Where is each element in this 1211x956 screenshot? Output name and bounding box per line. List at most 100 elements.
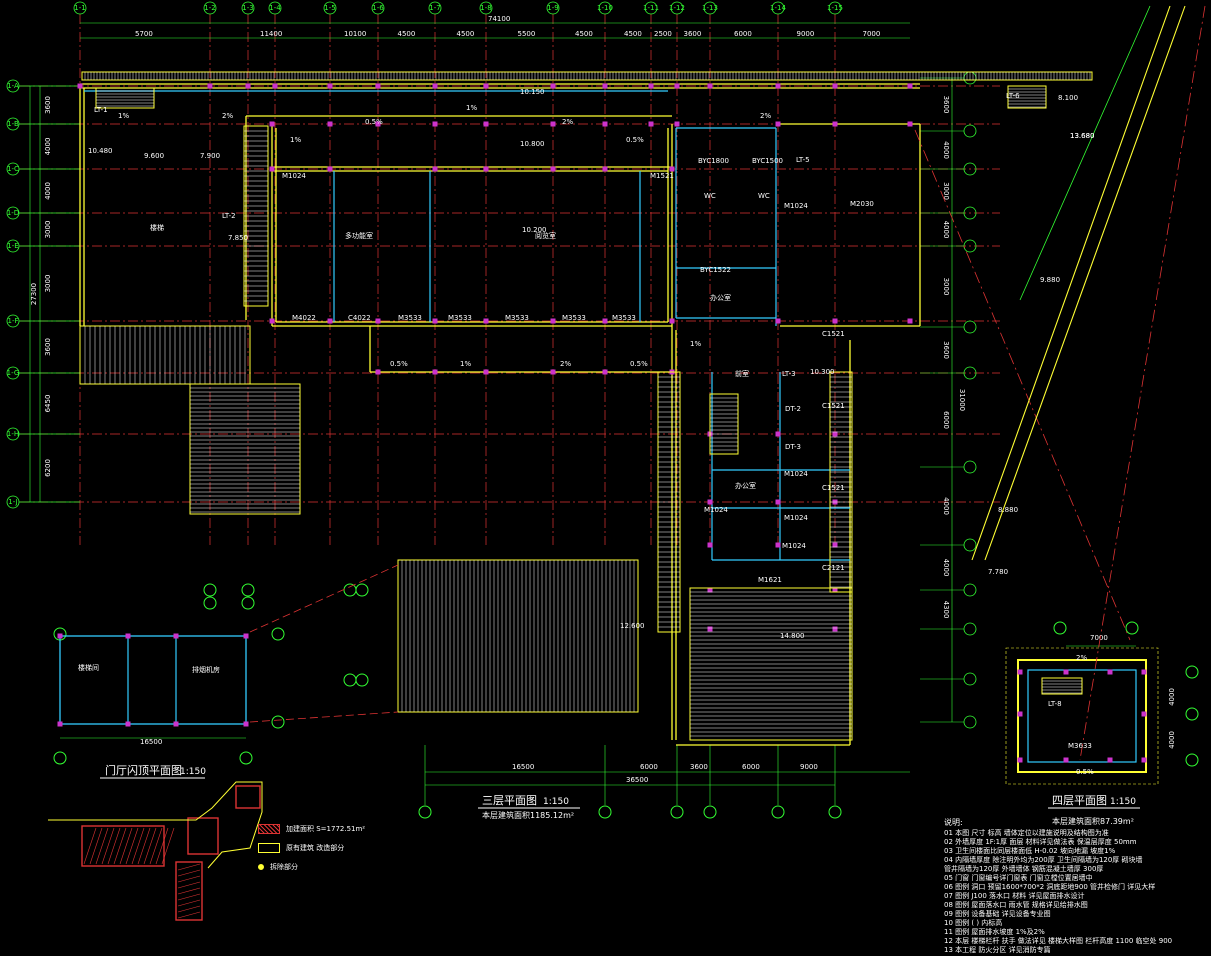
core-stair-outline	[709, 393, 739, 455]
column	[77, 83, 83, 89]
plan4-side-dim: 4000	[1168, 731, 1176, 749]
column	[707, 499, 713, 505]
column	[57, 721, 63, 727]
column	[907, 121, 913, 127]
key-hatch	[119, 827, 133, 865]
key-hatch	[177, 869, 201, 877]
axis-label-left: 1-C	[7, 165, 19, 173]
door-tag: M3633	[1068, 742, 1092, 750]
door-tag: M1024	[282, 172, 306, 180]
axis-label-left: 1-H	[7, 430, 19, 438]
dim-right: 6000	[942, 411, 950, 429]
axis-bubble	[598, 805, 612, 819]
column	[173, 633, 179, 639]
door-tag: C1521	[822, 484, 845, 492]
dim-right: 3600	[942, 96, 950, 114]
axis-bubble	[355, 673, 369, 687]
axis-bubble	[670, 1, 684, 15]
roof-title: 门厅闪顶平面图	[105, 763, 182, 777]
column	[432, 121, 438, 127]
legend-swatch	[258, 864, 264, 870]
key-plan-block	[81, 825, 165, 867]
column	[775, 431, 781, 437]
nw-stair-outline	[95, 87, 155, 109]
elevation-mark: 13.680	[1070, 132, 1095, 140]
note-line: 11 图例 屋面排水坡度 1%及2%	[944, 928, 1045, 936]
plan3-dim: 6000	[742, 763, 760, 771]
door-tag: M3533	[562, 314, 586, 322]
room-label-stair: 楼梯	[150, 223, 164, 232]
key-hatch	[177, 887, 201, 895]
column	[432, 166, 438, 172]
parapet-outline	[81, 71, 1093, 81]
dim-right: 4000	[942, 497, 950, 515]
axis-label-top: 1-13	[702, 4, 718, 12]
axis-label-top: 1-3	[242, 4, 253, 12]
axis-label-left: 1-E	[7, 242, 18, 250]
door-tag: M3533	[505, 314, 529, 322]
column	[669, 166, 675, 172]
axis-label-top: 1-9	[547, 4, 558, 12]
key-hatch	[177, 893, 201, 901]
column	[327, 121, 333, 127]
dim-left: 3000	[44, 221, 52, 239]
column	[602, 166, 608, 172]
annotation-layer: 楼梯间排烟机房阅览室多功能室楼梯WCWC前室办公室办公室10.15010.800…	[48, 5, 1206, 921]
note-line: 12 本层 楼梯栏杆 扶手 做法详见 楼梯大样图 栏杆高度 1100 临空处 9…	[944, 937, 1173, 945]
column	[243, 721, 249, 727]
roof-plan-walls	[59, 635, 247, 725]
door-tag: M3533	[398, 314, 422, 322]
key-hatch	[143, 827, 157, 865]
door-tag: BYC1522	[700, 266, 731, 274]
note-line: 06 图例 洞口 预留1600*700*2 洞底距地900 管井检修门 详见大样	[944, 883, 1156, 891]
column	[483, 121, 489, 127]
elevation-mark: 14.800	[780, 632, 805, 640]
axis-bubble	[644, 1, 658, 15]
door-tag: BYC1800	[698, 157, 729, 165]
axis-bubble	[271, 715, 285, 729]
slope-tag: 1%	[690, 340, 701, 348]
axis-bubble	[828, 1, 842, 15]
axis-bubble	[1185, 665, 1199, 679]
key-plan-block	[175, 861, 203, 921]
column	[327, 166, 333, 172]
column	[272, 83, 278, 89]
site-boundary	[984, 5, 1186, 561]
axis-bubble	[239, 751, 253, 765]
column	[775, 542, 781, 548]
column	[674, 121, 680, 127]
dim-total-left: 27300	[30, 283, 38, 305]
axis-bubble	[203, 1, 217, 15]
column	[602, 318, 608, 324]
axis-label-top: 1-7	[429, 4, 440, 12]
column	[907, 83, 913, 89]
note-line: 管井隔墙为120厚 外墙墙体 钢筋混凝土墙厚 300厚	[944, 865, 1104, 873]
roof-room-fan: 排烟机房	[192, 665, 220, 674]
column	[1107, 757, 1113, 763]
column	[832, 431, 838, 437]
axis-bubble	[771, 805, 785, 819]
slope-tag: 0.5%	[630, 360, 648, 368]
legend-item: 拆除部分	[258, 862, 365, 872]
elevation-mark: 7.850	[228, 234, 248, 242]
plan3-area: 本层建筑面积1185.12m²	[482, 810, 574, 820]
legend-label: 加建面积 S=1772.51m²	[286, 825, 366, 833]
column	[375, 83, 381, 89]
room-label-office: 办公室	[735, 481, 756, 490]
elevation-mark: 13.680	[1070, 132, 1095, 140]
elevation-mark: 8.100	[1058, 94, 1078, 102]
axis-label-left: 1-G	[7, 369, 20, 377]
dim-top: 4500	[624, 30, 642, 38]
elevation-mark: 10.300	[810, 368, 835, 376]
key-hatch	[95, 827, 109, 865]
column	[602, 121, 608, 127]
elevation-mark: 10.480	[88, 147, 113, 155]
plan3-dim: 3600	[690, 763, 708, 771]
axis-bubble	[703, 1, 717, 15]
column	[375, 318, 381, 324]
axis-label-top: 1-2	[204, 4, 215, 12]
legend-label: 拆除部分	[270, 863, 298, 871]
axis-label-top: 1-12	[669, 4, 685, 12]
column	[674, 83, 680, 89]
